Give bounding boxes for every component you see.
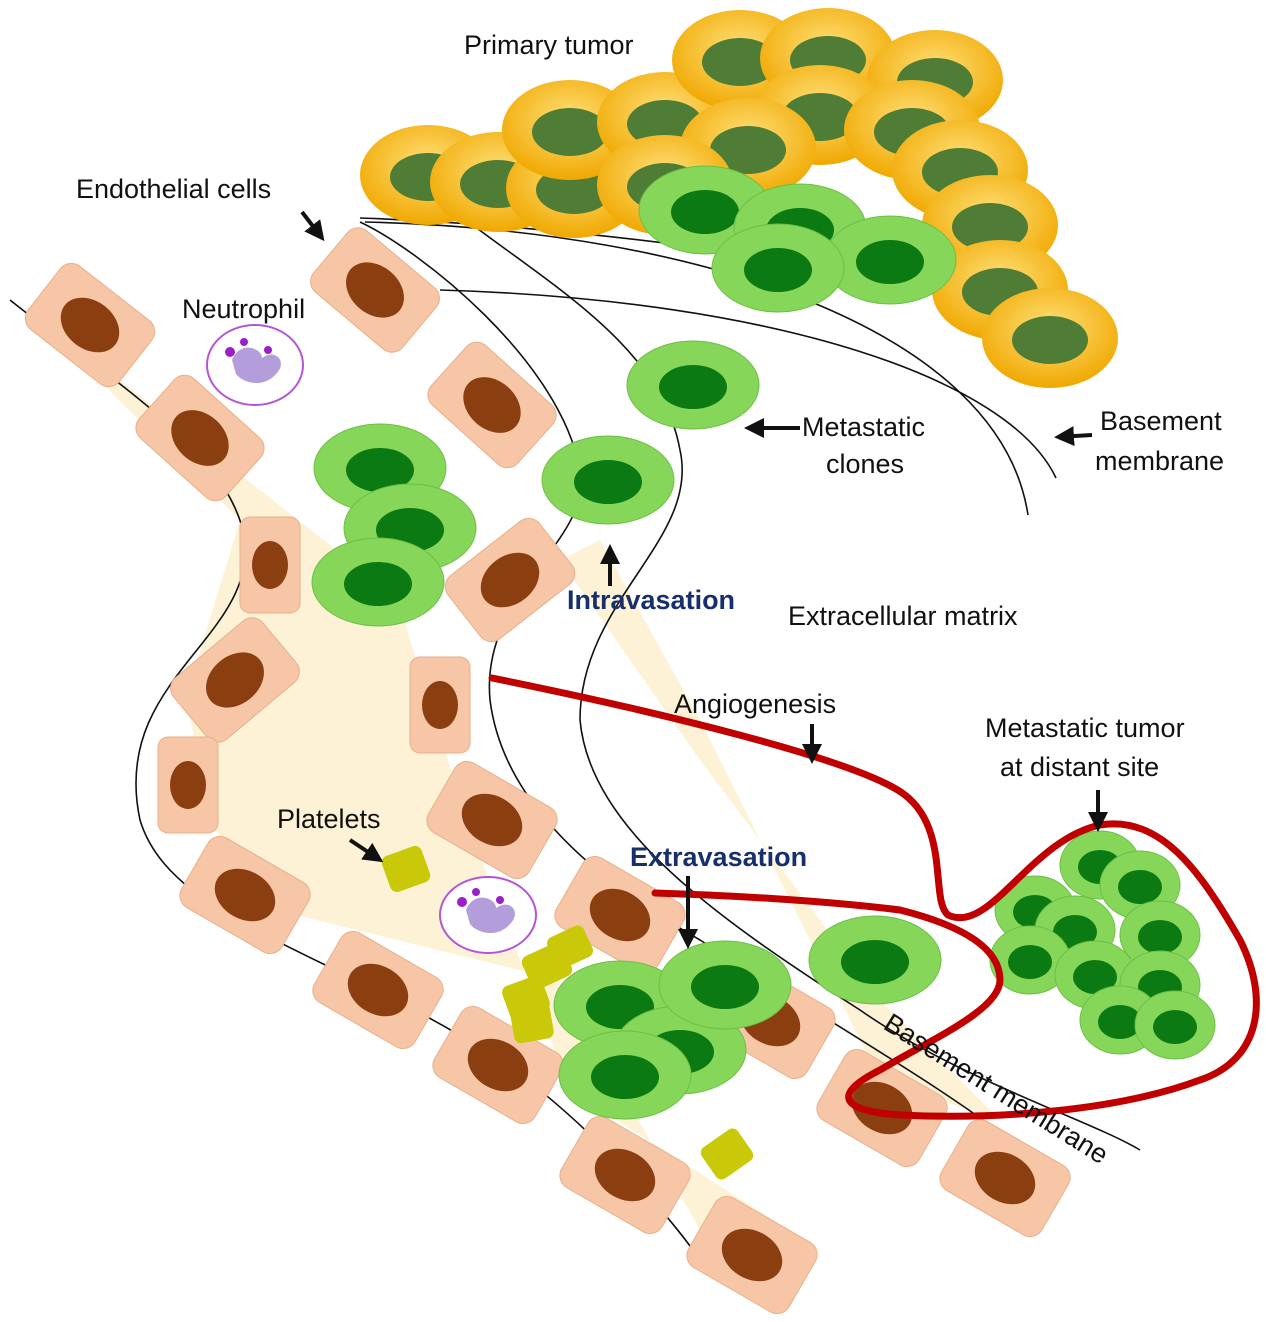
label-neutrophil: Neutrophil — [182, 294, 305, 324]
label-basement-membrane-line2: membrane — [1095, 446, 1224, 476]
label-metastatic-clones-line1: Metastatic — [802, 412, 925, 442]
basement-membrane-pointer-arrow — [1058, 435, 1092, 437]
label-metastatic-tumor-line1: Metastatic tumor — [985, 713, 1185, 743]
endothelial-pointer-arrow — [302, 212, 322, 238]
label-metastatic-clones-line2: clones — [826, 449, 904, 479]
label-angiogenesis: Angiogenesis — [674, 689, 836, 719]
neutrophil-upper — [207, 325, 303, 405]
label-extracellular-matrix: Extracellular matrix — [788, 601, 1018, 631]
label-basement-membrane-line1: Basement — [1100, 406, 1222, 436]
label-metastatic-tumor-line2: at distant site — [1000, 752, 1159, 782]
neutrophil-lower — [440, 877, 536, 953]
label-platelets: Platelets — [277, 804, 381, 834]
label-intravasation: Intravasation — [567, 585, 735, 615]
label-endothelial-cells: Endothelial cells — [76, 174, 271, 204]
label-primary-tumor: Primary tumor — [464, 30, 634, 60]
label-extravasation: Extravasation — [630, 842, 807, 872]
distant-metastatic-tumor — [990, 831, 1215, 1059]
